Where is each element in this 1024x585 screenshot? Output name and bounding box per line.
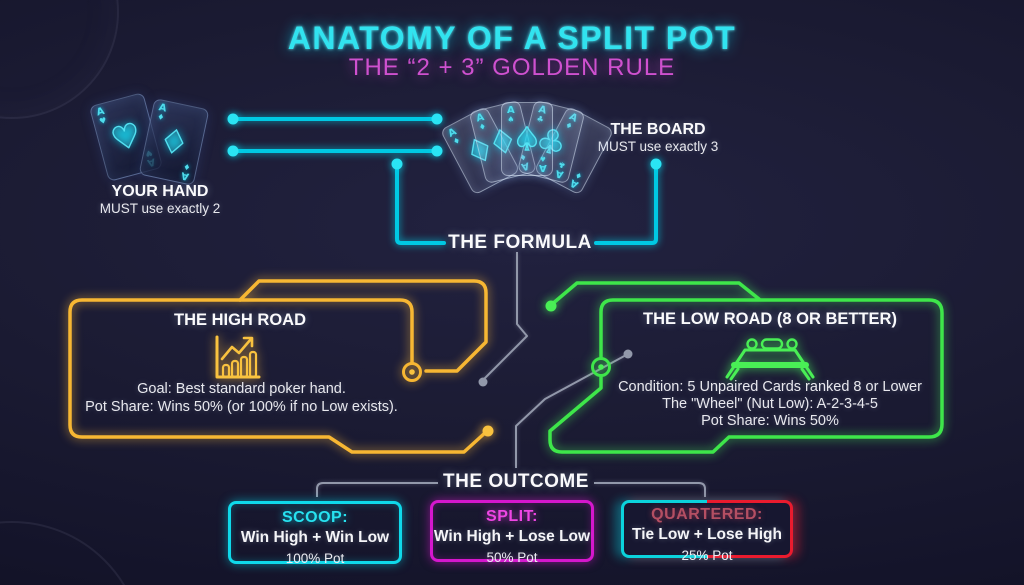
split-line: Win High + Lose Low [433, 528, 591, 545]
card-corner-pip: A♠ [507, 105, 515, 124]
low-bridge-icon [725, 338, 815, 381]
low-road-wheel: The "Wheel" (Nut Low): A-2-3-4-5 [662, 396, 878, 412]
outcome-box-content: QUARTERED: Tie Low + Lose High 25% Pot [624, 503, 790, 563]
gray-traces [316, 252, 706, 497]
board-label: THE BOARD [610, 121, 706, 138]
hand-label: YOUR HAND [111, 183, 209, 200]
scoop-line: Win High + Win Low [240, 529, 390, 546]
low-road-title: THE LOW ROAD (8 OR BETTER) [643, 310, 897, 328]
outcome-label: THE OUTCOME [443, 471, 589, 492]
scoop-pot: 100% Pot [285, 551, 345, 566]
low-road-pot-share: Pot Share: Wins 50% [701, 413, 839, 429]
corner-arc-decoration [0, 521, 144, 585]
hand-card-ace-diamonds: A♦ ♦ A♦ [138, 98, 210, 186]
hand-cards-group: A♥ ♥ A♥ A♦ ♦ A♦ [88, 92, 226, 186]
quartered-title: QUARTERED: [651, 506, 763, 523]
board-cards-group: A♦ ♦ A♦ ♦ A♦ A♠ ♠ A♠ A♣ ♣ A♣ A♦ A♦ [439, 92, 615, 198]
card-corner-pip: A♠ [539, 154, 547, 173]
formula-label: THE FORMULA [448, 232, 592, 253]
low-road-condition: Condition: 5 Unpaired Cards ranked 8 or … [618, 379, 922, 395]
outcome-box-split: SPLIT: Win High + Lose Low 50% Pot [430, 500, 594, 565]
outcome-box-quartered: QUARTERED: Tie Low + Lose High 25% Pot [621, 500, 793, 563]
high-road-title: THE HIGH ROAD [174, 311, 306, 329]
quartered-line: Tie Low + Lose High [632, 526, 782, 543]
high-road-goal: Goal: Best standard poker hand. [137, 381, 346, 397]
high-road-nodes [409, 369, 494, 437]
high-road-frame [68, 279, 488, 454]
outcome-box-content: SPLIT: Win High + Lose Low 50% Pot [433, 503, 591, 565]
board-rule: MUST use exactly 3 [597, 139, 719, 154]
bar-chart-rising-icon [215, 335, 261, 379]
split-pot: 50% Pot [486, 550, 538, 565]
split-title: SPLIT: [486, 508, 538, 525]
scoop-title: SCOOP: [281, 509, 349, 526]
outcome-box-scoop: SCOOP: Win High + Win Low 100% Pot [228, 501, 402, 566]
page-title: ANATOMY OF A SPLIT POT [287, 20, 737, 56]
low-road-nodes [545, 300, 604, 370]
outcome-box-content: SCOOP: Win High + Win Low 100% Pot [231, 504, 399, 566]
spade-suit-icon: ♠ [512, 119, 542, 158]
board-card-3: A♠ ♠ A♠ [501, 102, 553, 176]
card-corner-pip: A♦ [568, 169, 585, 191]
quartered-pot: 25% Pot [681, 548, 733, 563]
high-road-pot-share: Pot Share: Wins 50% (or 100% if no Low e… [85, 399, 398, 415]
hand-rule: MUST use exactly 2 [99, 201, 221, 216]
diamond-suit-icon: ♦ [155, 120, 192, 165]
page-subtitle: THE “2 + 3” GOLDEN RULE [348, 54, 676, 81]
